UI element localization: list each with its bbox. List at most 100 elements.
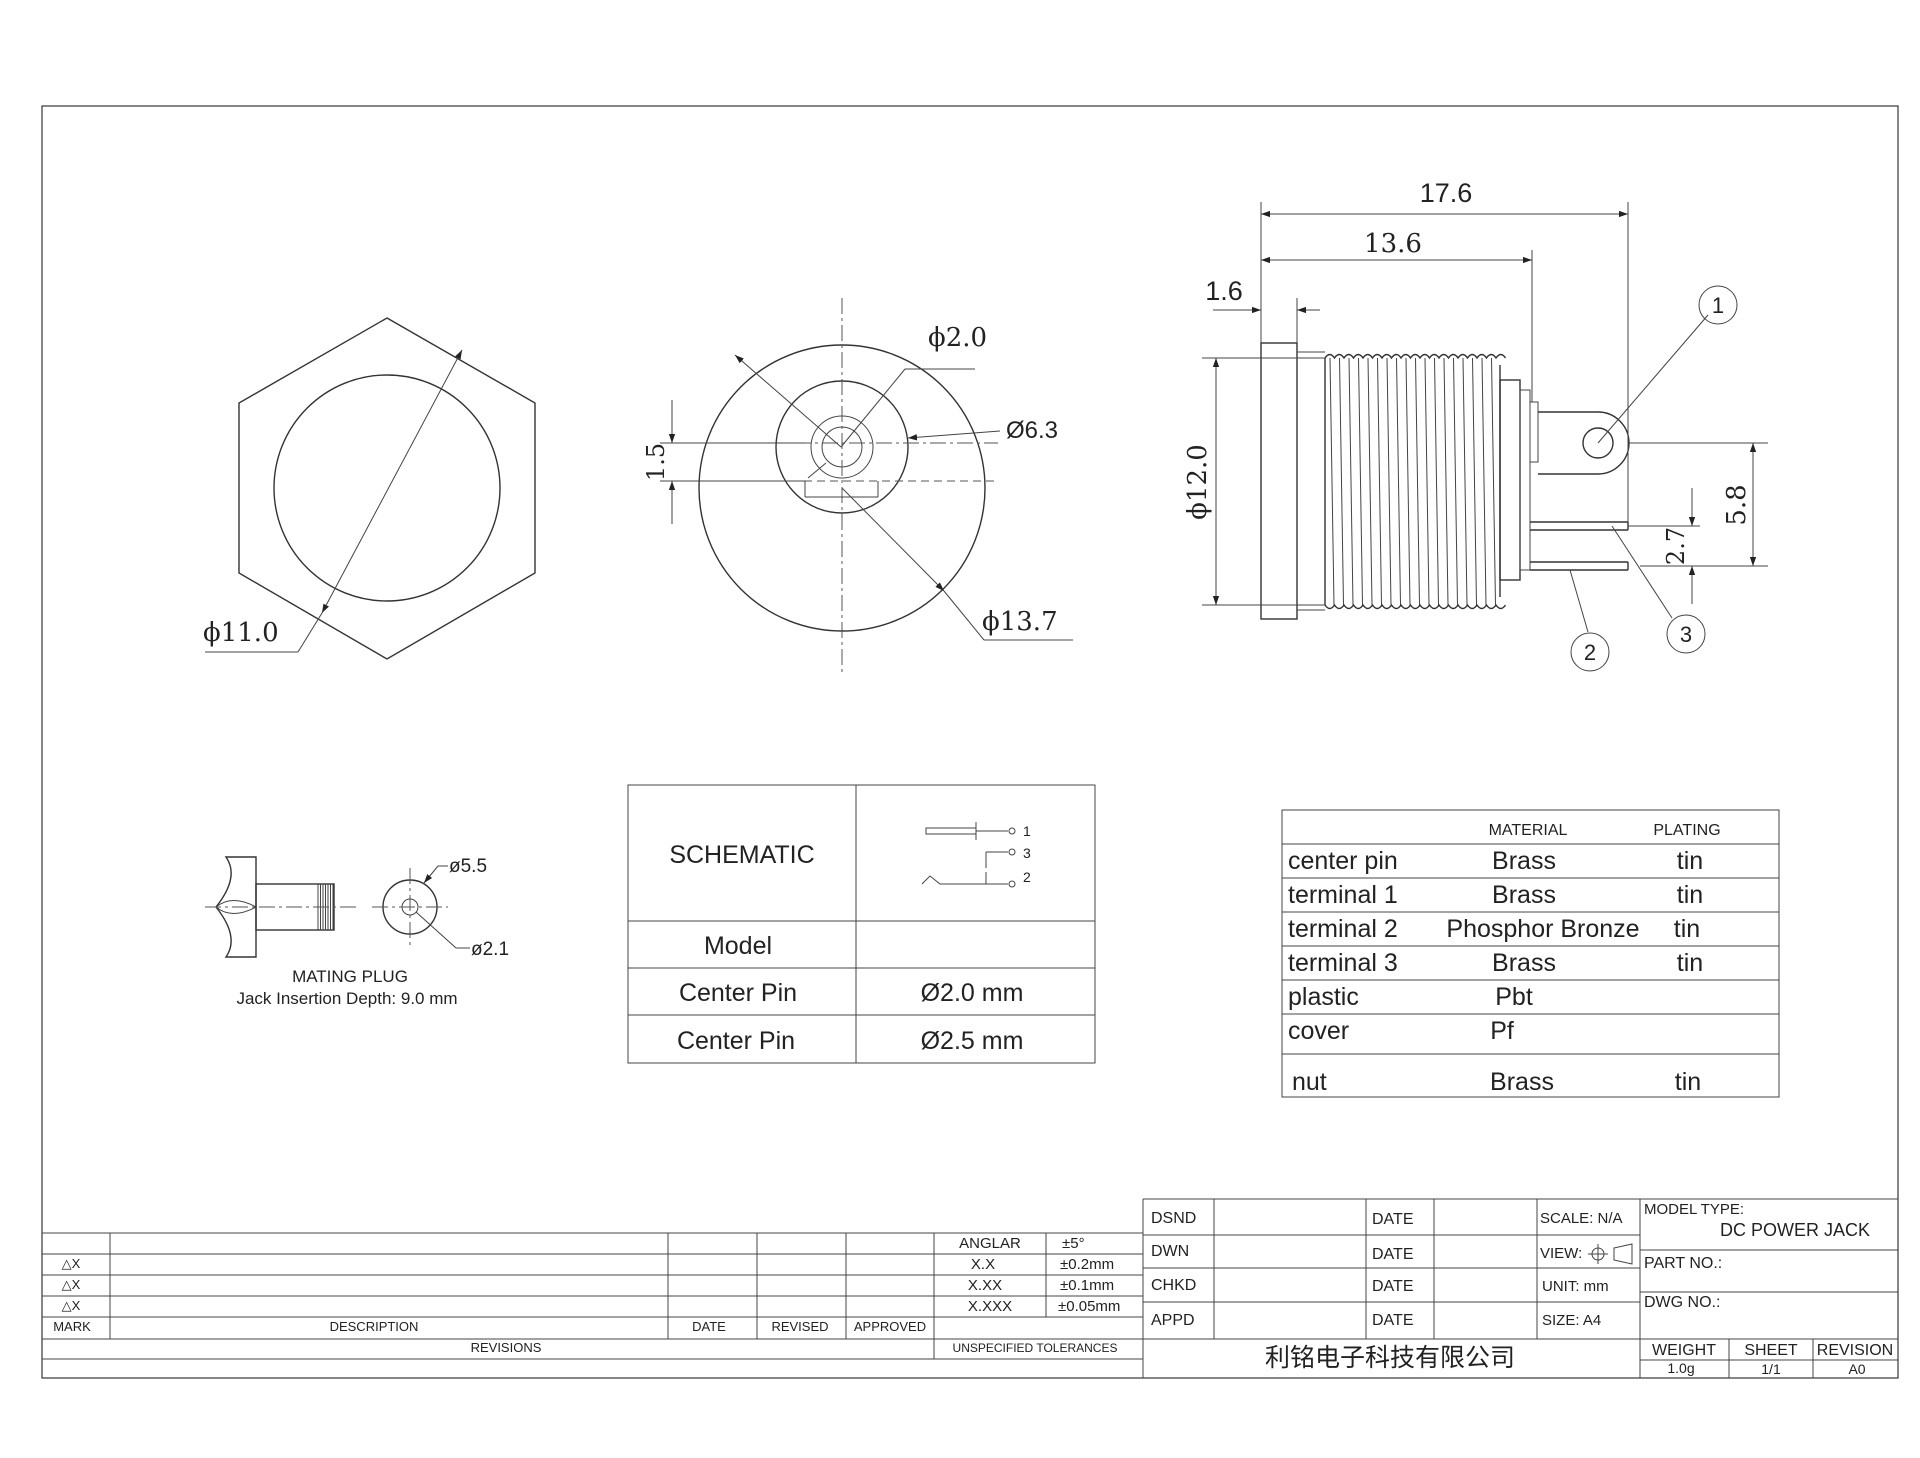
hex-diameter-line <box>321 349 463 614</box>
title-date-label: DATE <box>1372 1278 1413 1295</box>
hex-bore-circle <box>273 374 501 602</box>
front-inner-diameter-label: Ø6.3 <box>1006 417 1058 444</box>
title-role: DSND <box>1151 1210 1196 1227</box>
dwg-no-label: DWG NO.: <box>1644 1294 1720 1311</box>
plug-title: MATING PLUG <box>292 967 408 986</box>
revisions-caption: REVISIONS <box>471 1340 542 1355</box>
thread-line <box>1453 357 1458 606</box>
title-block: DSND DWN CHKD APPD DATE DATE DATE DATE S… <box>1142 1198 1898 1378</box>
spec-row-label: Model <box>704 932 772 960</box>
tolerance-value: ±0.1mm <box>1060 1277 1114 1294</box>
material-part: center pin <box>1288 847 1398 875</box>
spec-row-value: Ø2.0 mm <box>921 979 1024 1007</box>
spec-row-value: Ø2.5 mm <box>921 1027 1024 1055</box>
mating-plug-view: ø5.5 ø2.1 MATING PLUG Jack Insertion Dep… <box>205 856 509 1008</box>
material-header: MATERIAL <box>1489 822 1568 839</box>
side-thread-diameter-label: ϕ12.0 <box>1183 444 1213 520</box>
thread-line <box>1415 357 1420 606</box>
spec-row-label: Center Pin <box>677 1027 795 1055</box>
material-name: Brass <box>1492 949 1556 977</box>
hex-outline <box>238 317 536 660</box>
thread-line <box>1358 357 1363 606</box>
title-size: SIZE: A4 <box>1542 1312 1601 1329</box>
front-view: 1.5 ϕ2.0 Ø6.3 ϕ13.7 <box>642 298 1073 676</box>
title-role: CHKD <box>1151 1277 1196 1294</box>
thread-line <box>1405 357 1411 606</box>
plug-inner-diameter-label: ø2.1 <box>471 939 509 960</box>
title-role: APPD <box>1151 1312 1195 1329</box>
tolerance-label: X.XXX <box>968 1298 1012 1315</box>
side-thread-lines <box>1324 353 1507 610</box>
title-role: DWN <box>1151 1243 1189 1260</box>
tolerance-label: X.X <box>971 1256 995 1273</box>
thread-line <box>1443 357 1449 606</box>
material-part: terminal 2 <box>1288 915 1398 943</box>
thread-line <box>1367 357 1373 606</box>
side-flange <box>1260 342 1298 620</box>
schematic-pin-2: 2 <box>1023 869 1031 885</box>
callout-3-circle <box>1666 614 1706 654</box>
material-plating: tin <box>1677 847 1703 875</box>
material-plating: tin <box>1677 881 1703 909</box>
spec-table: SCHEMATIC 1 3 2 Model Center Pin Ø2.0 mm… <box>627 784 1096 1064</box>
material-part: terminal 3 <box>1288 949 1398 977</box>
thread-line <box>1491 357 1496 606</box>
thread-line <box>1377 357 1382 606</box>
title-unit: UNIT: mm <box>1542 1278 1609 1295</box>
front-offset-label: 1.5 <box>642 443 670 481</box>
plug-note: Jack Insertion Depth: 9.0 mm <box>236 989 457 1008</box>
side-flange-thickness-label: 1.6 <box>1205 276 1243 306</box>
side-view: 1 2 3 17.6 13.6 1.6 ϕ12.0 5.8 2.7 <box>1183 178 1768 672</box>
terminal-1-hole <box>1582 427 1614 459</box>
revisions-block: △X △X △X MARK DESCRIPTION DATE REVISED A… <box>42 1232 1143 1360</box>
model-type-value: DC POWER JACK <box>1720 1220 1870 1240</box>
tolerance-value: ±0.05mm <box>1058 1298 1120 1315</box>
thread-line <box>1424 357 1430 606</box>
revision-col-description: DESCRIPTION <box>330 1319 419 1334</box>
title-scale: SCALE: N/A <box>1540 1210 1623 1227</box>
material-name: Pf <box>1490 1017 1514 1045</box>
title-date-label: DATE <box>1372 1312 1413 1329</box>
tolerance-label: ANGLAR <box>959 1235 1021 1252</box>
thread-line <box>1348 357 1354 606</box>
projection-symbol-icon <box>1588 1243 1633 1265</box>
callout-1-label: 1 <box>1712 293 1724 318</box>
revision-mark: △X <box>62 1298 81 1313</box>
thread-crest-edge <box>1324 603 1507 610</box>
side-overall-length-label: 17.6 <box>1420 178 1473 208</box>
thread-line <box>1434 357 1439 606</box>
part-no-label: PART NO.: <box>1644 1255 1722 1272</box>
tolerance-value: ±5° <box>1062 1235 1085 1252</box>
schematic-pin-3: 3 <box>1023 845 1031 861</box>
schematic-label: SCHEMATIC <box>669 841 814 869</box>
material-table: MATERIAL PLATING center pin Brass tin te… <box>1281 809 1780 1098</box>
revision-col-date: DATE <box>692 1319 726 1334</box>
thread-line <box>1339 357 1344 606</box>
tolerances-caption: UNSPECIFIED TOLERANCES <box>953 1341 1118 1355</box>
material-part: terminal 1 <box>1288 881 1398 909</box>
schematic-pin-1: 1 <box>1023 823 1031 839</box>
title-date-label: DATE <box>1372 1246 1413 1263</box>
spec-row-label: Center Pin <box>679 979 797 1007</box>
revision-mark: △X <box>62 1277 81 1292</box>
thread-line <box>1329 357 1335 606</box>
thread-line <box>1462 357 1468 606</box>
sheet-label: SHEET <box>1744 1342 1798 1359</box>
material-part: cover <box>1288 1017 1349 1045</box>
material-name: Brass <box>1490 1068 1554 1096</box>
weight-label: WEIGHT <box>1652 1342 1716 1359</box>
material-plating: tin <box>1677 949 1703 977</box>
company-name: 利铭电子科技有限公司 <box>1265 1344 1515 1372</box>
material-name: Brass <box>1492 881 1556 909</box>
thread-line <box>1386 357 1392 606</box>
plating-header: PLATING <box>1653 822 1720 839</box>
model-type-label: MODEL TYPE: <box>1644 1201 1744 1218</box>
revision-label: REVISION <box>1817 1342 1893 1359</box>
material-part: plastic <box>1288 983 1359 1011</box>
side-pin-gap-label: 2.7 <box>1662 527 1690 565</box>
side-body-length-label: 13.6 <box>1364 229 1422 259</box>
revision-mark: △X <box>62 1256 81 1271</box>
tolerance-value: ±0.2mm <box>1060 1256 1114 1273</box>
hex-diameter-label: ϕ11.0 <box>203 618 279 648</box>
